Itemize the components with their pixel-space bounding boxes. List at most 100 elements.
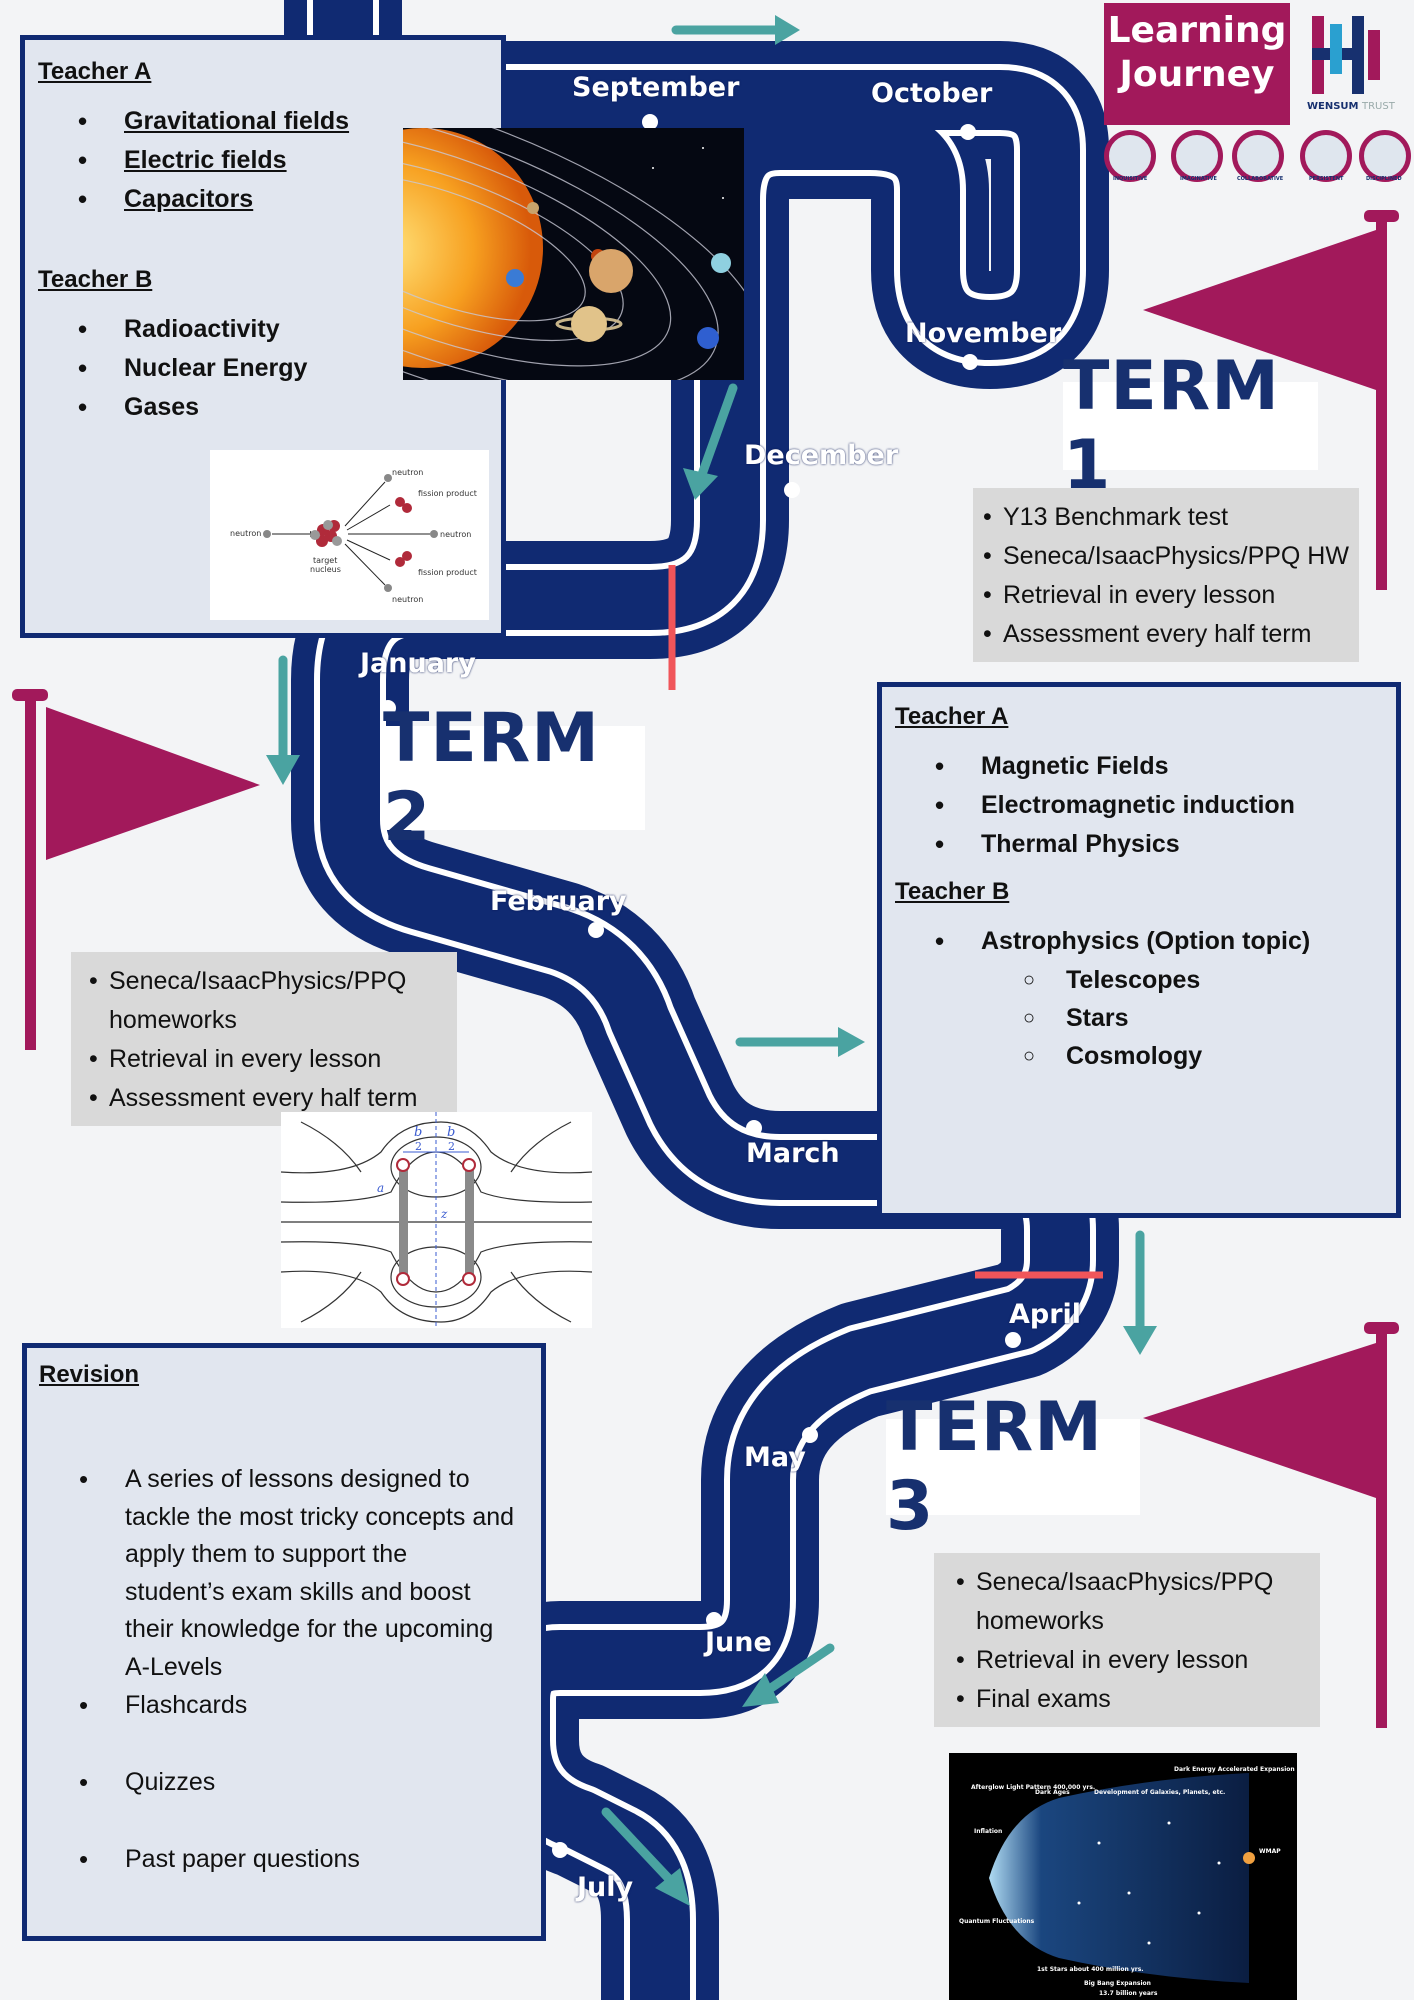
term3-label: TERM 3 (886, 1388, 1140, 1546)
month-april: April (1009, 1299, 1082, 1330)
list-item: Radioactivity (38, 310, 501, 349)
solar-system-image (403, 128, 744, 380)
trust-name: WENSUM TRUST (1307, 101, 1395, 112)
term2-teacher-a-topics: Magnetic Fields Electromagnetic inductio… (895, 747, 1396, 864)
list-item: Flashcards (39, 1686, 541, 1725)
logo-line-2: Journey (1119, 54, 1275, 95)
fission-label-product-top: fission product (418, 489, 477, 498)
universe-label-quantum: Quantum Fluctuations (959, 1918, 1035, 1925)
field-label-two-right: 2 (448, 1140, 455, 1153)
collaborative-icon (1232, 130, 1284, 182)
list-item: Assessment every half term (983, 615, 1359, 654)
wensum-trust-logo (1312, 16, 1380, 94)
term2-teacher-b-heading: Teacher B (895, 878, 1010, 905)
list-item: Electric fields (38, 141, 501, 180)
list-item: Capacitors (38, 180, 501, 219)
universe-label-dark-energy: Dark Energy Accelerated Expansion (1174, 1766, 1295, 1773)
month-june: June (705, 1627, 772, 1658)
month-may: May (744, 1442, 806, 1473)
revision-box: Revision A series of lessons designed to… (22, 1343, 546, 1941)
nuclear-fission-diagram: neutron target nucleus neutron fission p… (210, 450, 489, 620)
month-september: September (572, 72, 740, 103)
revision-heading: Revision (39, 1361, 140, 1388)
month-march: March (746, 1138, 840, 1169)
month-july: July (577, 1872, 634, 1903)
list-item: Gases (38, 388, 501, 427)
fission-label-target: target (313, 556, 337, 565)
month-february: February (490, 886, 627, 917)
universe-label-first-stars: 1st Stars about 400 million yrs. (1037, 1966, 1144, 1973)
term1-teacher-b-topics: Radioactivity Nuclear Energy Gases (38, 310, 501, 427)
term2-teacher-b-topics: Astrophysics (Option topic) Telescopes S… (895, 922, 1396, 1075)
badge-label-imaginative: IMAGINATIVE (1180, 176, 1217, 182)
flag-term3 (1143, 1322, 1399, 1728)
universe-expansion-image: Afterglow Light Pattern 400,000 yrs. Dar… (949, 1753, 1297, 2000)
flag-term2 (12, 689, 260, 1050)
learning-journey-logo: Learning Journey (1104, 3, 1290, 125)
fission-label-nucleus: nucleus (310, 565, 341, 574)
term1-notes: Y13 Benchmark test Seneca/IsaacPhysics/P… (973, 488, 1359, 662)
list-item: Quizzes (39, 1763, 541, 1802)
list-item: Final exams (956, 1680, 1320, 1719)
list-item: Assessment every half term (89, 1079, 457, 1118)
month-october: October (871, 78, 993, 109)
badge-label-inquisitive: INQUISITIVE (1113, 176, 1148, 182)
list-item: Y13 Benchmark test (983, 498, 1359, 537)
list-item: Telescopes (895, 961, 1396, 999)
fission-label-neutron-in: neutron (230, 529, 261, 538)
badge-label-persistent: PERSISTENT (1309, 176, 1344, 182)
inquisitive-icon (1104, 130, 1156, 182)
magnetic-field-diagram: b 2 b 2 a z (281, 1112, 592, 1328)
field-label-a: a (377, 1181, 384, 1195)
persistent-icon (1300, 130, 1352, 182)
term1-label: TERM 1 (1063, 347, 1318, 505)
fission-label-product-bottom: fission product (418, 568, 477, 577)
field-label-b-left: b (414, 1125, 422, 1140)
badge-label-collaborative: COLLABORATIVE (1237, 176, 1284, 182)
universe-label-years: 13.7 billion years (1099, 1990, 1158, 1997)
fission-label-neutron-bottom: neutron (392, 595, 423, 604)
revision-items: A series of lessons designed to tackle t… (39, 1461, 541, 1879)
universe-label-wmap: WMAP (1259, 1848, 1281, 1855)
list-item: Nuclear Energy (38, 349, 501, 388)
universe-label-big-bang: Big Bang Expansion (1084, 1980, 1151, 1987)
list-item: Magnetic Fields (895, 747, 1396, 786)
fission-label-neutron-top: neutron (392, 468, 423, 477)
disciplined-icon (1359, 130, 1411, 182)
universe-label-dark-ages: Dark Ages (1035, 1789, 1070, 1796)
list-item: Past paper questions (39, 1840, 541, 1879)
month-january: January (360, 648, 476, 679)
term2-topics-box: Teacher A Magnetic Fields Electromagneti… (877, 682, 1401, 1218)
term2-label: TERM 2 (383, 699, 645, 857)
month-november: November (905, 318, 1062, 349)
term2-teacher-a-heading: Teacher A (895, 703, 1009, 730)
universe-label-development: Development of Galaxies, Planets, etc. (1094, 1789, 1225, 1796)
list-item: Gravitational fields (38, 102, 501, 141)
fission-label-neutron-mid: neutron (440, 530, 471, 539)
list-item: Seneca/IsaacPhysics/PPQ HW (983, 537, 1359, 576)
list-item: A series of lessons designed to tackle t… (39, 1461, 541, 1686)
month-december: December (744, 440, 899, 471)
imaginative-icon (1171, 130, 1223, 182)
term1-teacher-a-topics: Gravitational fields Electric fields Cap… (38, 102, 501, 219)
universe-label-inflation: Inflation (974, 1828, 1002, 1835)
list-item: Retrieval in every lesson (956, 1641, 1320, 1680)
field-label-z: z (440, 1207, 448, 1221)
list-item: Astrophysics (Option topic) (895, 922, 1396, 961)
term1-teacher-b-heading: Teacher B (38, 266, 153, 293)
list-item: Retrieval in every lesson (89, 1040, 457, 1079)
flag-term1 (1143, 210, 1399, 590)
list-item: Retrieval in every lesson (983, 576, 1359, 615)
universe-label-afterglow: Afterglow Light Pattern 400,000 yrs. (971, 1784, 1095, 1791)
field-label-b-right: b (447, 1125, 455, 1140)
badge-label-disciplined: DISCIPLINED (1366, 176, 1402, 182)
list-item: Electromagnetic induction (895, 786, 1396, 825)
list-item: Cosmology (895, 1037, 1396, 1075)
term1-teacher-a-heading: Teacher A (38, 58, 152, 85)
list-item: Thermal Physics (895, 825, 1396, 864)
